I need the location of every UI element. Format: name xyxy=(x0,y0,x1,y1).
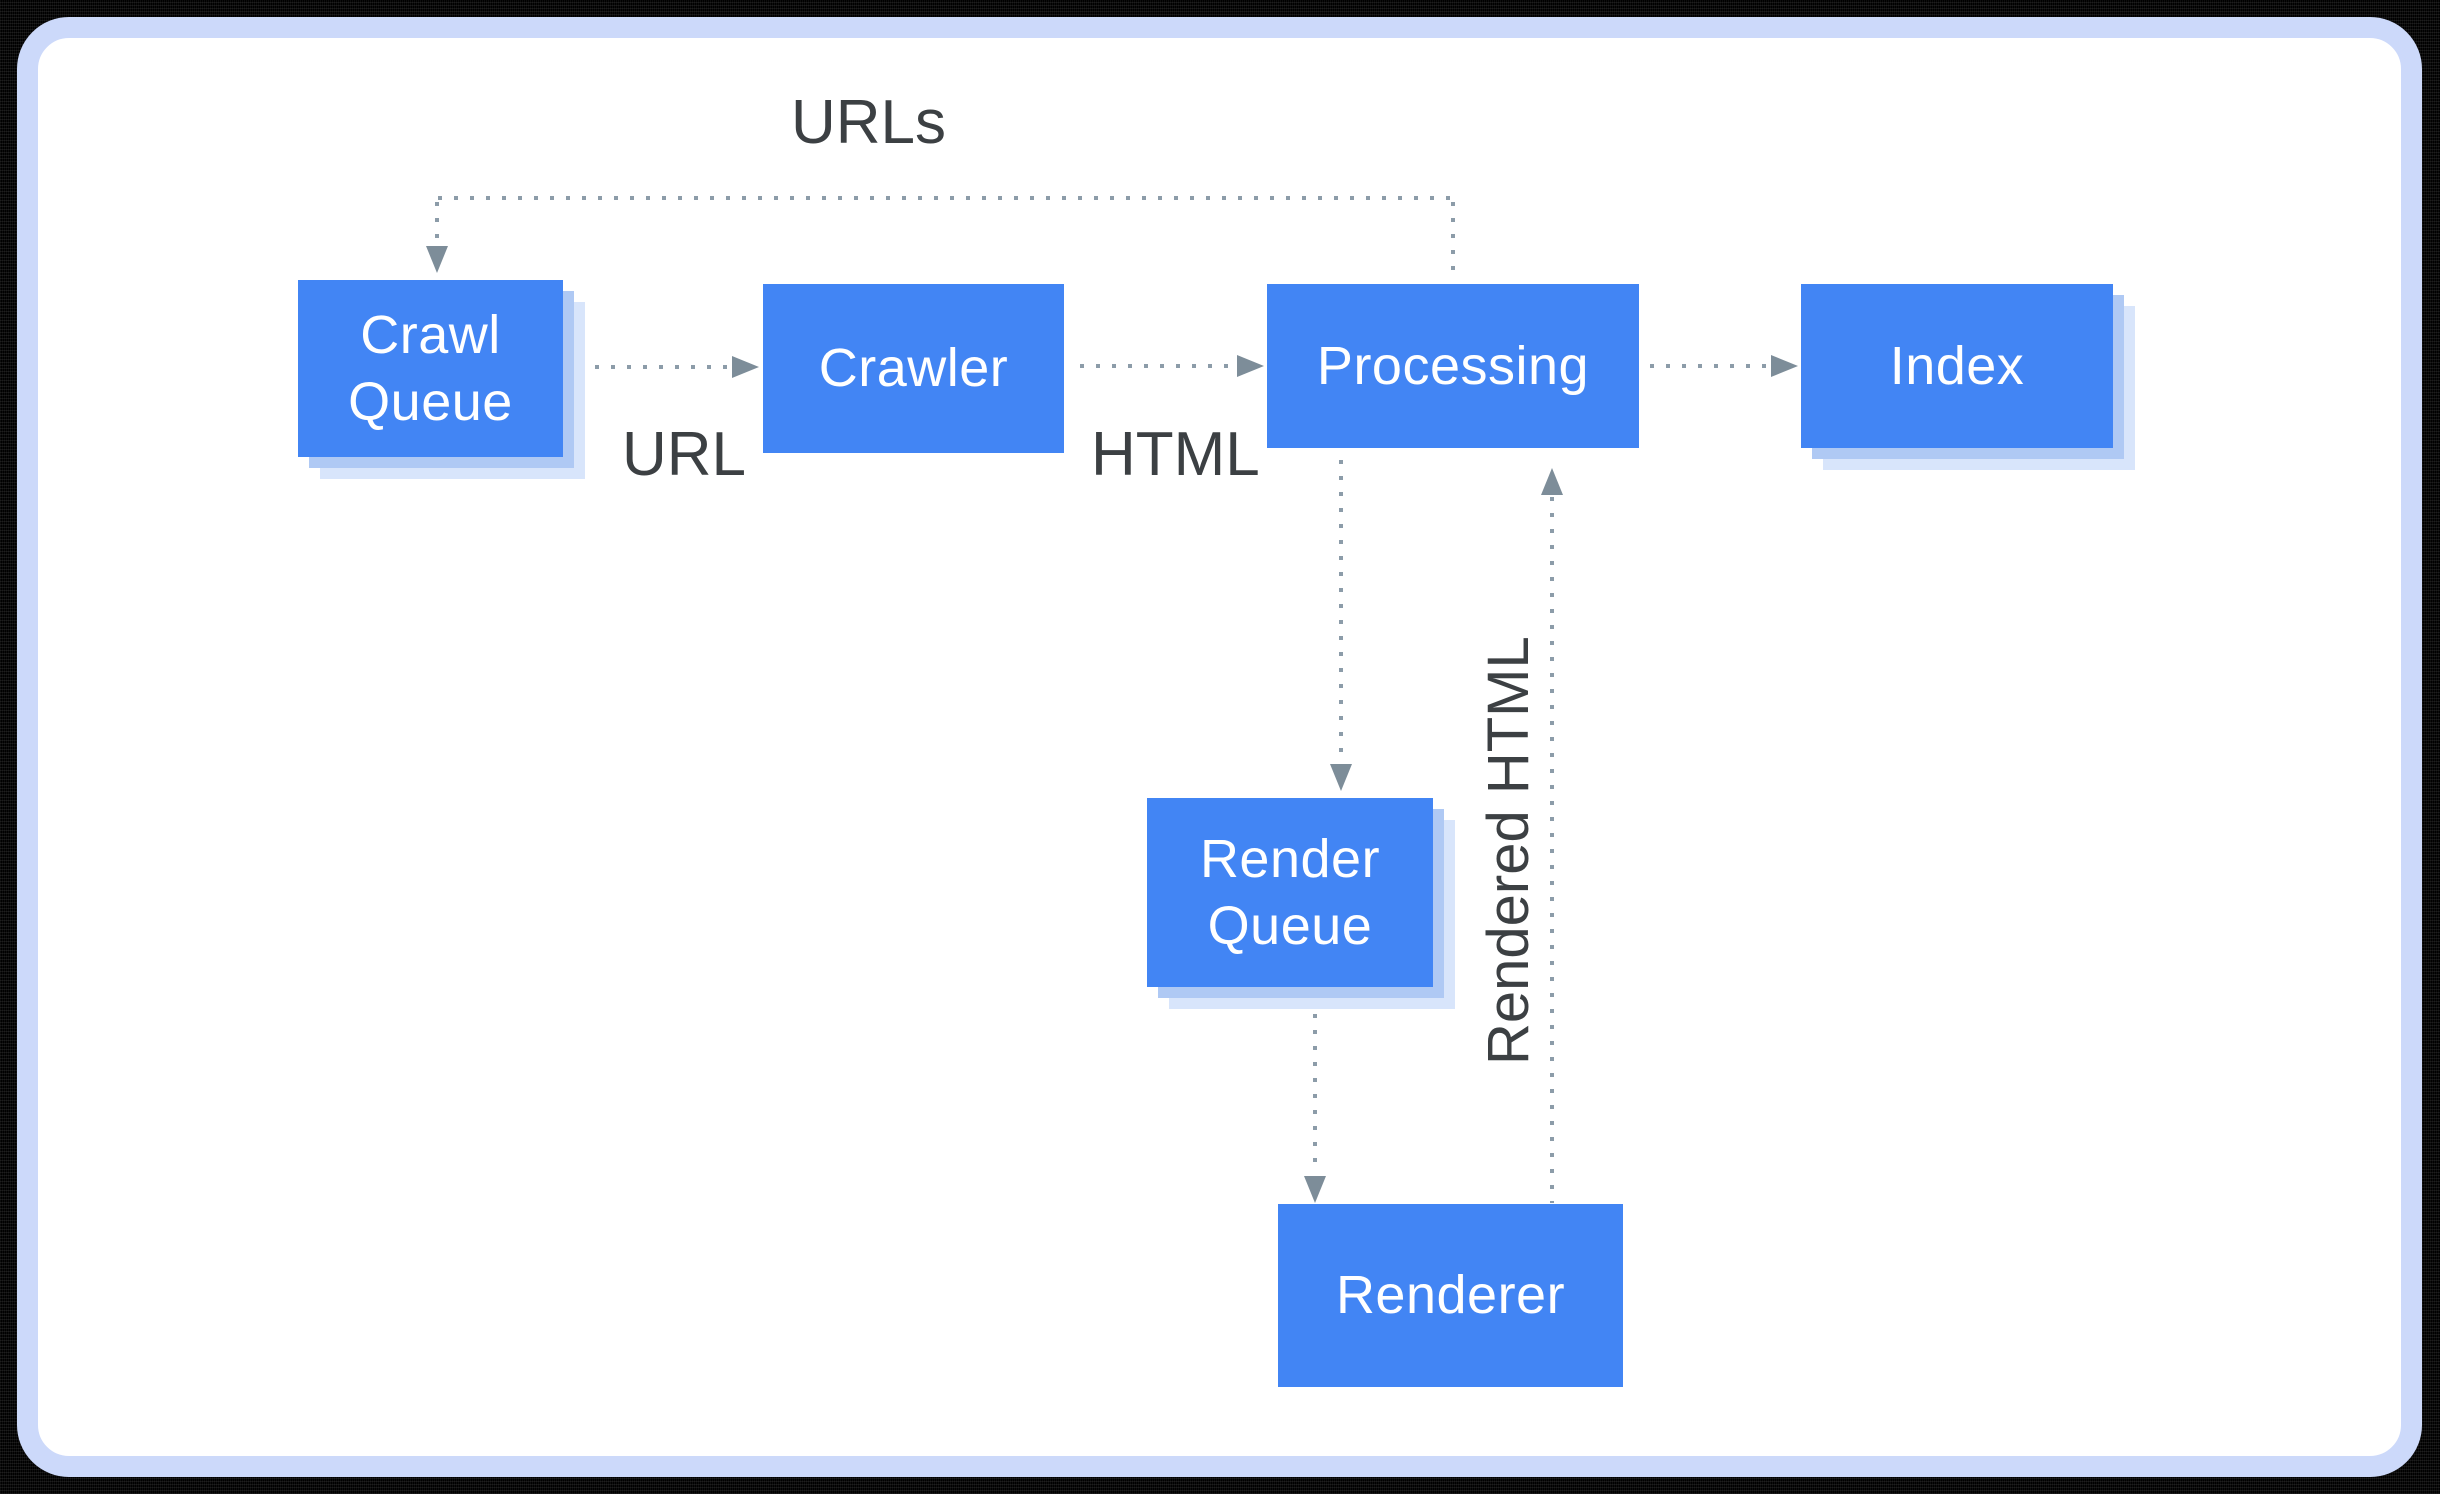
edge-feedback-vertical-from-processing xyxy=(1451,202,1455,276)
edge-processing-to-render-queue xyxy=(1339,460,1343,762)
arrowhead-up-into-processing xyxy=(1541,468,1563,495)
label-rendered-html: Rendered HTML xyxy=(1476,636,1541,1065)
edge-crawler-to-processing xyxy=(1080,364,1236,368)
label-urls: URLs xyxy=(791,88,947,157)
edge-feedback-horizontal xyxy=(438,196,1454,200)
node-index-label: Index xyxy=(1889,335,2025,396)
edge-crawl-queue-to-crawler xyxy=(595,365,733,369)
arrowhead-into-index xyxy=(1771,355,1798,377)
diagram-panel xyxy=(17,17,2422,1477)
edge-render-queue-to-renderer xyxy=(1313,1014,1317,1174)
arrowhead-into-crawler xyxy=(732,356,759,378)
node-processing-label: Processing xyxy=(1316,335,1590,396)
arrowhead-into-render-queue xyxy=(1330,764,1352,791)
node-renderer-label: Renderer xyxy=(1335,1265,1566,1326)
node-render-queue: Render Queue xyxy=(1147,798,1433,987)
label-url: URL xyxy=(622,420,747,489)
label-html: HTML xyxy=(1091,420,1260,489)
node-crawler: Crawler xyxy=(763,284,1064,453)
node-render-queue-label: Render Queue xyxy=(1199,828,1381,956)
node-crawl-queue-label: Crawl Queue xyxy=(348,304,513,432)
edge-processing-to-index xyxy=(1650,364,1770,368)
node-index: Index xyxy=(1801,284,2113,448)
edge-feedback-vertical-to-crawl-queue xyxy=(435,202,439,246)
node-crawl-queue: Crawl Queue xyxy=(298,280,563,457)
arrowhead-into-processing xyxy=(1237,355,1264,377)
node-renderer: Renderer xyxy=(1278,1204,1623,1387)
edge-renderer-to-processing xyxy=(1550,497,1554,1203)
arrowhead-down-into-crawl-queue xyxy=(426,246,448,273)
node-crawler-label: Crawler xyxy=(818,338,1009,399)
node-processing: Processing xyxy=(1267,284,1639,448)
arrowhead-into-renderer xyxy=(1304,1176,1326,1203)
